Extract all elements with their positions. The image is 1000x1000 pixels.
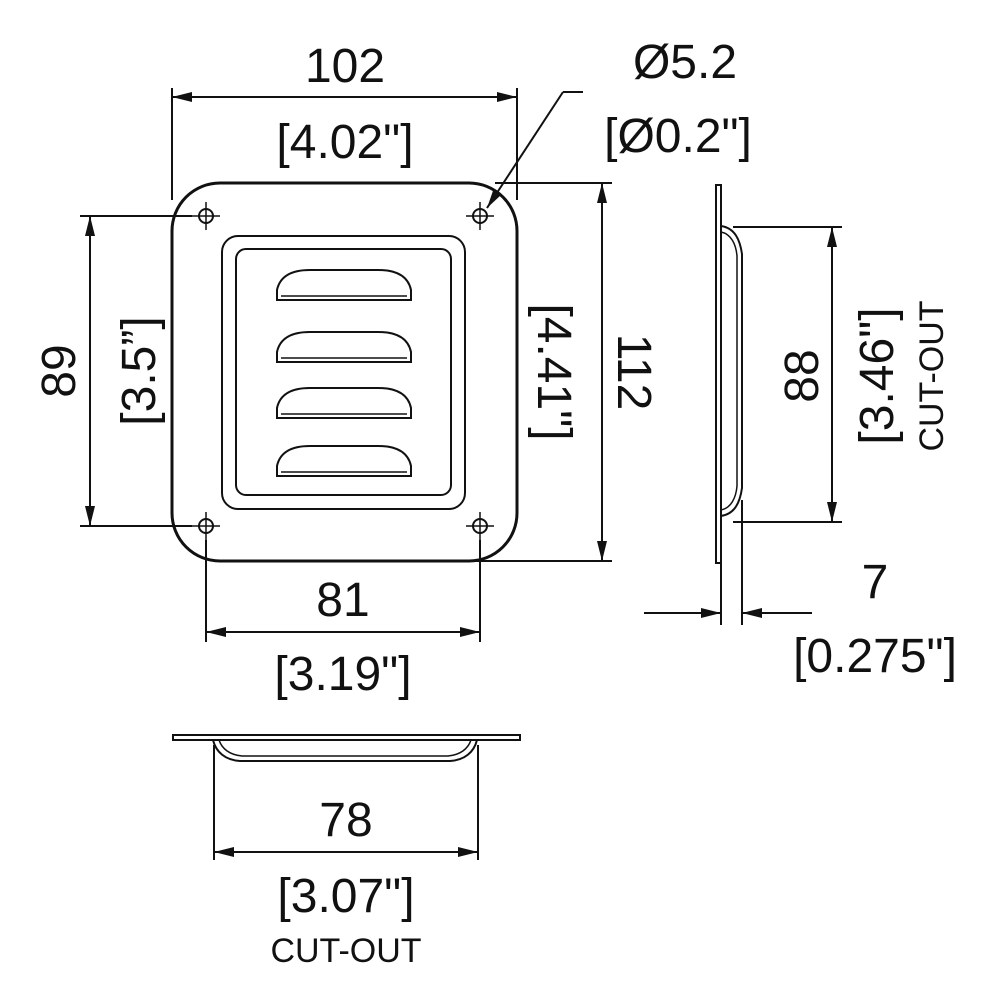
depth-mm-label: 7: [862, 556, 889, 609]
width-mm-label: 102: [305, 40, 385, 93]
hole-spacing-v-in-label: [3.5”]: [113, 316, 166, 425]
bottom-cutout-mm-label: 78: [319, 794, 372, 847]
recess-inner-frame: [235, 248, 452, 496]
louver: [276, 445, 412, 477]
mounting-hole: [466, 202, 494, 230]
dimension-hole-diameter: Ø5.2 [Ø0.2"]: [486, 36, 752, 209]
side-view: 88 [3.46"] CUT-OUT 7 [0.275"]: [644, 184, 957, 683]
width-in-label: [4.02"]: [276, 116, 413, 169]
louver: [276, 331, 412, 363]
hole-diameter-in-label: [Ø0.2"]: [604, 110, 752, 163]
depth-in-label: [0.275"]: [793, 630, 957, 683]
hole-spacing-h-in-label: [3.19"]: [274, 648, 411, 701]
front-view: 102 [4.02"] Ø5.2 [Ø0.2"] 89 [3.5”] 112 […: [33, 36, 752, 701]
dimension-height: 112 [4.41"]: [445, 182, 660, 562]
hole-diameter-mm-label: Ø5.2: [633, 36, 737, 89]
louver: [276, 269, 412, 301]
side-cutout-in-label: [3.46"]: [851, 307, 904, 444]
dimension-hole-spacing-vertical: 89 [3.5”]: [33, 215, 192, 527]
louvers: [276, 269, 412, 477]
bottom-recess-profile: [212, 739, 478, 762]
bottom-flange: [172, 734, 521, 741]
side-cutout-text: CUT-OUT: [913, 300, 951, 451]
mounting-hole: [192, 512, 220, 540]
side-cutout-mm-label: 88: [776, 349, 829, 402]
side-recess-profile: [720, 225, 743, 517]
dimension-hole-spacing-horizontal: 81 [3.19"]: [205, 540, 481, 701]
bottom-cutout-in-label: [3.07"]: [277, 870, 414, 923]
height-mm-label: 112: [607, 334, 660, 411]
dimension-side-cutout: 88 [3.46"] CUT-OUT: [733, 226, 951, 523]
hole-spacing-h-mm-label: 81: [316, 574, 369, 627]
dimension-depth: 7 [0.275"]: [644, 500, 957, 683]
louver: [276, 387, 412, 419]
side-flange: [715, 184, 722, 564]
plate-outline: [170, 181, 519, 563]
recess-outer-frame: [221, 235, 466, 510]
bottom-cutout-text: CUT-OUT: [270, 932, 421, 970]
hole-spacing-v-mm-label: 89: [33, 344, 86, 397]
mounting-hole: [192, 202, 220, 230]
bottom-view: 78 [3.07"] CUT-OUT: [172, 734, 521, 970]
dimension-bottom-cutout: 78 [3.07"] CUT-OUT: [213, 745, 479, 970]
mounting-hole: [466, 512, 494, 540]
height-in-label: [4.41"]: [527, 303, 580, 440]
mounting-holes: [192, 202, 494, 540]
dimension-width: 102 [4.02"]: [171, 40, 518, 200]
